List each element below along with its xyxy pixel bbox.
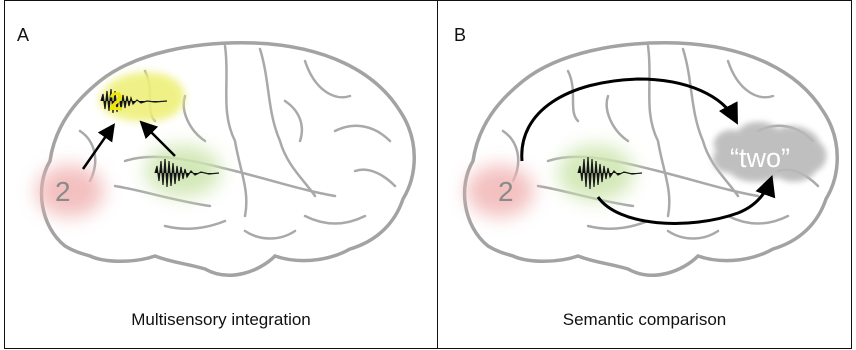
brain-diagram-a: 2 2	[5, 1, 438, 349]
arrow-auditory-to-integration	[142, 123, 175, 156]
semantic-region-label: “two”	[730, 143, 790, 173]
arrow-visual-to-semantic	[522, 79, 736, 161]
panel-b: B	[437, 0, 852, 349]
panel-a: A	[4, 0, 438, 349]
visual-region-label: 2	[498, 176, 514, 207]
brain-diagram-b: 2 “two”	[438, 1, 852, 349]
brain-outline	[42, 43, 415, 275]
integration-region-label: 2	[109, 88, 123, 116]
panel-b-caption: Semantic comparison	[438, 310, 851, 330]
arrow-visual-to-integration	[83, 126, 113, 169]
panel-a-caption: Multisensory integration	[5, 310, 437, 330]
visual-region-label: 2	[55, 176, 71, 207]
